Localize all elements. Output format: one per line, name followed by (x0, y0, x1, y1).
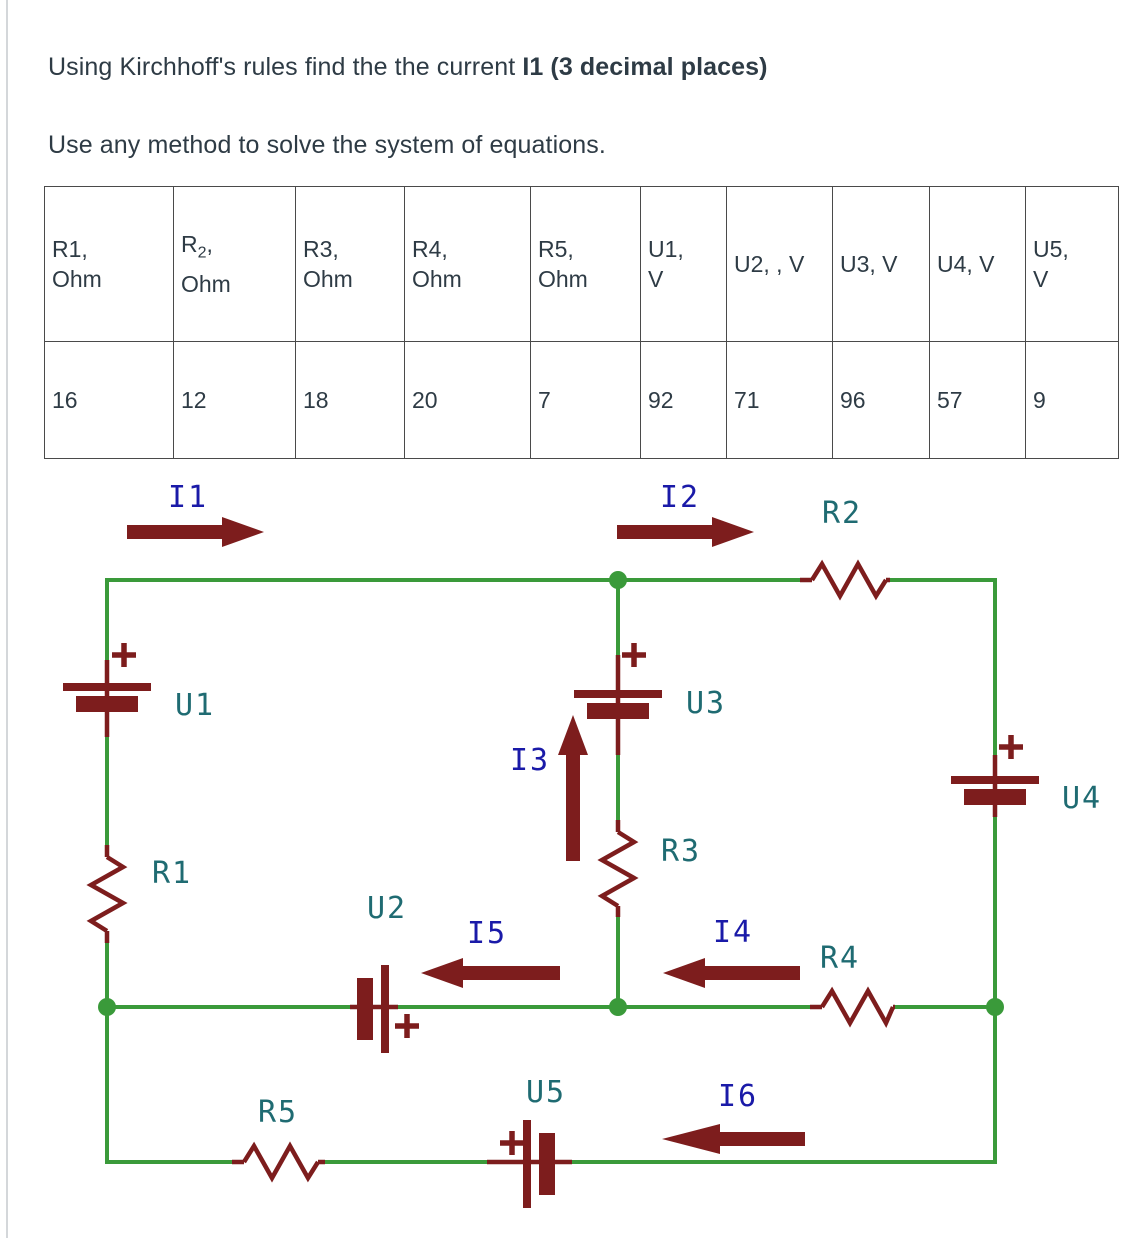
battery-u2-plus-sign (395, 1014, 419, 1038)
value-cell-r5: 7 (530, 341, 641, 459)
component-label-r4: R4 (820, 941, 860, 976)
question-text-emphasis: I1 (3 decimal places) (522, 53, 768, 81)
battery-u5-plus-sign (500, 1131, 524, 1155)
header-unit-u1: V (648, 266, 664, 292)
battery-u2-negative-plate (357, 978, 373, 1040)
header-cell-r1: R1, Ohm (44, 186, 174, 342)
header-label-u1: U1, (648, 236, 684, 262)
junction-node-middle-right (986, 998, 1004, 1016)
battery-u5-positive-plate (523, 1120, 531, 1208)
current-arrow-i2 (617, 517, 754, 547)
component-label-u1: U1 (175, 688, 215, 723)
current-arrow-i3 (558, 715, 588, 861)
current-label-i1: I1 (168, 480, 208, 515)
current-label-i3: I3 (510, 743, 550, 778)
component-label-r3: R3 (661, 834, 701, 869)
value-cell-r3: 18 (295, 341, 405, 459)
header-label-r3: R3, (303, 236, 339, 262)
battery-u4-plus-sign (999, 735, 1023, 759)
component-label-u3: U3 (686, 686, 726, 721)
header-cell-u3: U3, V (832, 186, 930, 342)
header-cell-u1: U1, V (640, 186, 727, 342)
component-label-u5: U5 (526, 1075, 566, 1110)
component-label-u2: U2 (367, 891, 407, 926)
header-unit-r2: Ohm (181, 270, 231, 297)
current-arrow-i5 (421, 958, 560, 988)
current-label-i2: I2 (660, 480, 700, 515)
question-line-2: Use any method to solve the system of eq… (48, 131, 606, 159)
battery-u5-negative-plate (539, 1133, 555, 1195)
value-cell-r2: 12 (173, 341, 296, 459)
battery-u4-positive-plate (951, 776, 1039, 784)
battery-u1-positive-plate (63, 683, 151, 691)
component-label-r5: R5 (258, 1095, 298, 1130)
question-line-1: Using Kirchhoff's rules find the the cur… (48, 52, 768, 82)
junction-node-middle-center (609, 998, 627, 1016)
header-unit-r4: Ohm (412, 266, 462, 292)
header-cell-u4: U4, V (929, 186, 1026, 342)
header-unit-r5: Ohm (538, 266, 588, 292)
current-label-i5: I5 (467, 916, 507, 951)
header-label-r5: R5, (538, 236, 574, 262)
circuit-diagram: R1 R2 R3 R4 R5 U1 U3 U4 (0, 465, 1136, 1238)
battery-u4-negative-plate (964, 789, 1026, 805)
current-label-i6: I6 (718, 1079, 758, 1114)
battery-u1-plus-sign (112, 643, 136, 667)
junction-node-middle-left (98, 998, 116, 1016)
value-cell-u3: 96 (832, 341, 930, 459)
header-unit-r1: Ohm (52, 266, 102, 292)
junction-node-top-center (609, 571, 627, 589)
battery-u2-positive-plate (381, 965, 389, 1053)
header-label-u5: U5, (1033, 236, 1069, 262)
header-label-r2: R (181, 231, 198, 258)
header-cell-u5: U5, V (1025, 186, 1119, 342)
battery-u1-negative-plate (76, 696, 138, 712)
table-header-row: R1, Ohm R2, Ohm R3, Ohm R4, Ohm R5, Ohm … (44, 186, 1119, 342)
value-cell-u5: 9 (1025, 341, 1119, 459)
value-cell-r1: 16 (44, 341, 174, 459)
header-label-r4: R4, (412, 236, 448, 262)
header-cell-r5: R5, Ohm (530, 186, 641, 342)
parameters-table: R1, Ohm R2, Ohm R3, Ohm R4, Ohm R5, Ohm … (44, 186, 1119, 459)
header-label-r1: R1, (52, 236, 88, 262)
component-label-r2: R2 (822, 496, 862, 531)
page-left-rule (6, 0, 8, 1238)
header-cell-r4: R4, Ohm (404, 186, 531, 342)
component-label-u4: U4 (1062, 781, 1102, 816)
header-subscript-r2: 2 (197, 244, 207, 262)
header-unit-u5: V (1033, 266, 1049, 292)
component-label-r1: R1 (152, 856, 192, 891)
value-cell-u2: 71 (726, 341, 833, 459)
current-arrow-i1 (127, 517, 264, 547)
value-cell-u4: 57 (929, 341, 1026, 459)
battery-u3-positive-plate (574, 690, 662, 698)
battery-u3-plus-sign (622, 643, 646, 667)
question-text-part1: Using Kirchhoff's rules find the the cur… (48, 53, 523, 81)
header-unit-r3: Ohm (303, 266, 353, 292)
header-cell-r2: R2, Ohm (173, 186, 296, 342)
table-value-row: 16 12 18 20 7 92 71 96 57 9 (44, 341, 1119, 459)
current-arrow-i4 (663, 958, 800, 988)
current-arrow-i6 (662, 1124, 805, 1154)
current-label-i4: I4 (713, 915, 753, 950)
header-cell-r3: R3, Ohm (295, 186, 405, 342)
battery-u3-negative-plate (587, 703, 649, 719)
value-cell-r4: 20 (404, 341, 531, 459)
header-comma-r2: , (206, 231, 213, 258)
value-cell-u1: 92 (640, 341, 727, 459)
header-cell-u2: U2, , V (726, 186, 833, 342)
